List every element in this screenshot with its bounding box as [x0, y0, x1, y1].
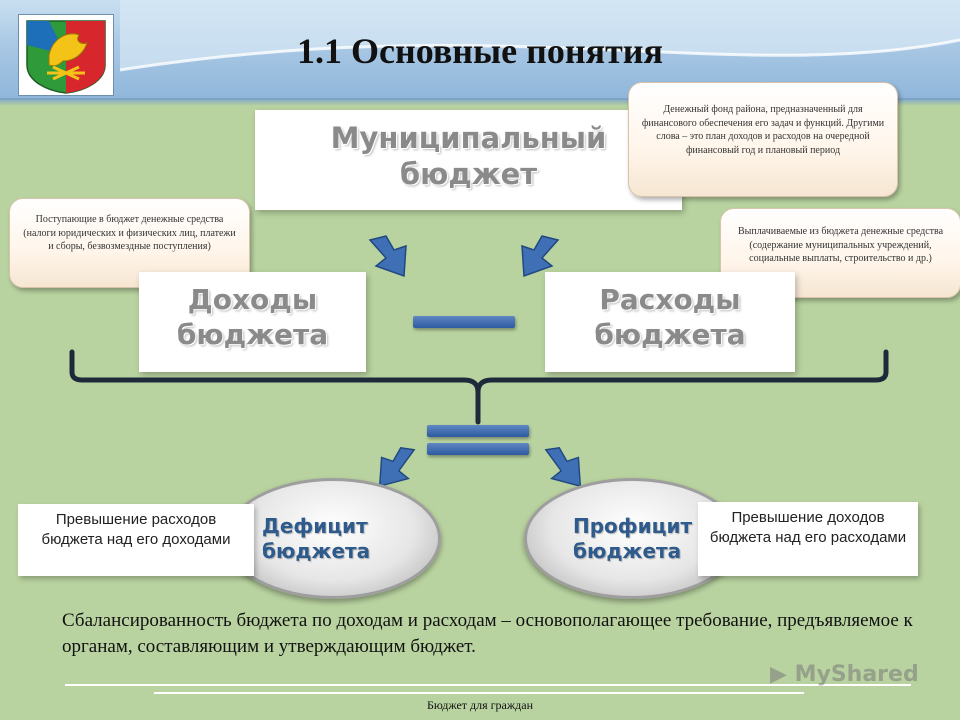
coat-of-arms-logo — [18, 14, 114, 96]
surplus-label: Профицит бюджета — [573, 514, 692, 564]
deficit-description-box: Превышение расходов бюджета над его дохо… — [18, 504, 254, 576]
deficit-label: Дефицит бюджета — [262, 514, 370, 564]
watermark-text: MyShared — [794, 662, 919, 687]
municipal-budget-label-line2: бюджет — [399, 157, 538, 192]
expense-label: Расходы бюджета — [545, 282, 795, 352]
expense-label-line2: бюджета — [594, 318, 746, 351]
arrow-to-expense-icon — [521, 235, 560, 278]
income-label-line2: бюджета — [176, 318, 329, 351]
surplus-description-box: Превышение доходов бюджета над его расхо… — [698, 502, 918, 576]
deficit-label-line2: бюджета — [262, 539, 371, 563]
deficit-label-line1: Дефицит — [262, 514, 368, 538]
income-label-line1: Доходы — [187, 283, 318, 316]
deficit-description-text: Превышение расходов бюджета над его дохо… — [41, 511, 231, 548]
income-note-text: Поступающие в бюджет денежные средства (… — [23, 214, 236, 252]
municipal-budget-note-text: Денежный фонд района, предназначенный дл… — [641, 104, 885, 156]
surplus-label-line1: Профицит — [573, 514, 693, 538]
surplus-label-line2: бюджета — [573, 539, 682, 563]
slide-title: 1.1 Основные понятия — [297, 31, 663, 71]
expense-box: Расходы бюджета — [545, 272, 795, 372]
municipal-budget-box: Муниципальный бюджет — [255, 110, 682, 210]
footer-line-top — [65, 684, 911, 686]
arrow-to-income-icon — [368, 235, 407, 278]
income-label: Доходы бюджета — [139, 282, 366, 352]
header-band — [0, 0, 960, 106]
balance-statement: Сбалансированность бюджета по доходам и … — [62, 610, 913, 657]
municipal-budget-note: Денежный фонд района, предназначенный дл… — [628, 82, 898, 197]
equals-sign-bottom-icon — [427, 443, 529, 455]
arrow-to-surplus-icon — [544, 447, 582, 488]
income-box: Доходы бюджета — [139, 272, 366, 372]
municipal-budget-label-line1: Муниципальный — [330, 121, 607, 155]
equals-sign-top-icon — [427, 425, 529, 437]
watermark-play-icon: ▶ — [770, 662, 787, 687]
watermark-logo: ▶ MyShared — [770, 662, 919, 687]
footer-text: Бюджет для граждан — [426, 698, 534, 712]
minus-sign-icon — [413, 316, 515, 328]
grouping-brace — [69, 349, 889, 425]
surplus-description-text: Превышение доходов бюджета над его расхо… — [709, 509, 907, 546]
municipal-budget-label: Муниципальный бюджет — [255, 120, 682, 193]
header-wave-decoration — [120, 0, 960, 72]
footer-line-bottom — [154, 692, 804, 694]
deficit-ellipse — [225, 478, 441, 599]
arrow-to-deficit-icon — [378, 447, 416, 488]
expense-label-line1: Расходы — [599, 283, 741, 316]
expense-note-text: Выплачиваемые из бюджета денежные средст… — [737, 226, 944, 264]
